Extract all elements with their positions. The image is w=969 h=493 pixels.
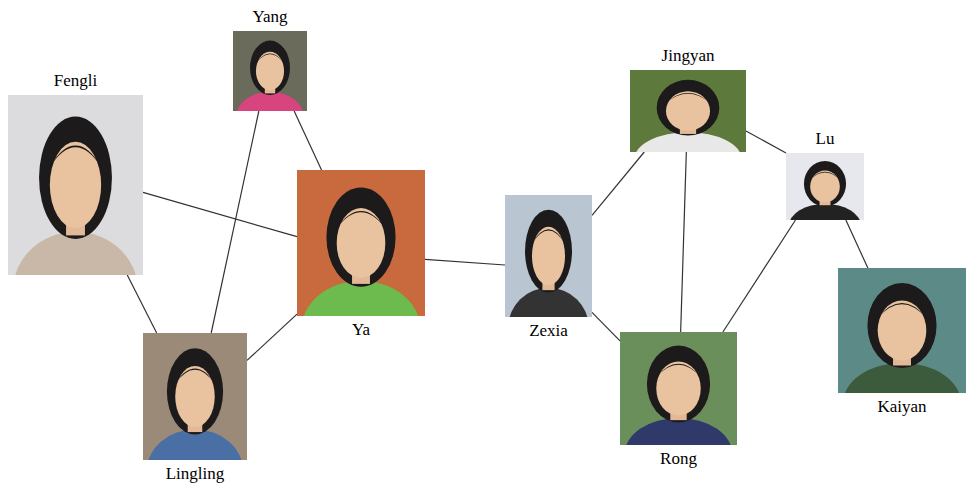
person-node: Lingling (143, 333, 247, 484)
connection-line (425, 259, 505, 265)
person-node: Jingyan (630, 46, 746, 152)
person-name: Fengli (8, 71, 143, 91)
person-node: Lu (786, 129, 864, 220)
person-node: Rong (620, 332, 737, 469)
portrait-photo (143, 333, 247, 460)
connection-line (592, 152, 644, 215)
portrait-photo (838, 268, 966, 393)
connection-line (592, 312, 620, 341)
connection-line (681, 152, 687, 332)
person-name: Rong (620, 449, 737, 469)
person-photo (838, 268, 966, 393)
portrait-photo (505, 195, 592, 317)
person-name: Yang (233, 7, 307, 27)
person-node: Kaiyan (838, 268, 966, 417)
person-photo (8, 95, 143, 275)
person-photo (505, 195, 592, 317)
portrait-photo (630, 70, 746, 152)
person-name: Zexia (505, 321, 592, 341)
connection-line (294, 111, 321, 170)
person-node: Yang (233, 7, 307, 111)
person-name: Kaiyan (838, 397, 966, 417)
portrait-photo (8, 95, 143, 275)
person-node: Fengli (8, 71, 143, 275)
person-photo (233, 31, 307, 111)
connection-line (846, 220, 868, 268)
connection-line (247, 314, 297, 360)
connection-line (723, 220, 796, 332)
connection-line (211, 111, 259, 333)
person-name: Jingyan (630, 46, 746, 66)
portrait-photo (297, 170, 425, 316)
person-node: Zexia (505, 195, 592, 341)
person-photo (630, 70, 746, 152)
person-photo (297, 170, 425, 316)
portrait-photo (620, 332, 737, 445)
person-name: Lingling (143, 464, 247, 484)
person-photo (620, 332, 737, 445)
portrait-photo (786, 153, 864, 220)
connection-line (127, 275, 156, 333)
portrait-photo (233, 31, 307, 111)
person-node: Ya (297, 170, 425, 340)
person-photo (786, 153, 864, 220)
connection-line (143, 192, 297, 236)
person-name: Lu (786, 129, 864, 149)
person-name: Ya (297, 320, 425, 340)
connection-line (746, 131, 786, 153)
person-photo (143, 333, 247, 460)
